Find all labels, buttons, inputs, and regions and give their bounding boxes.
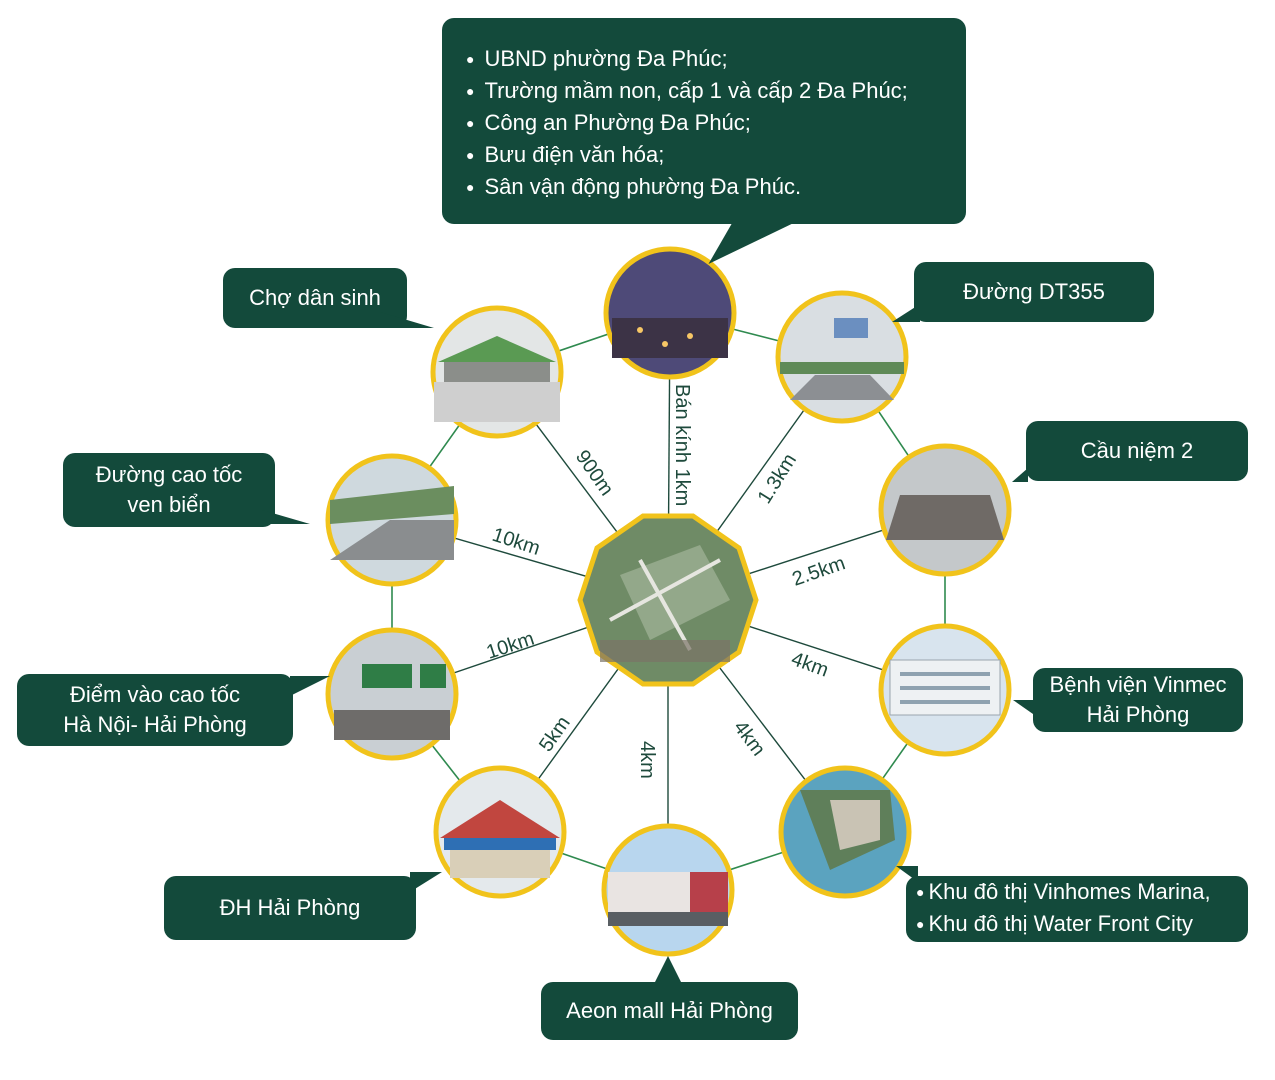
center-houses: [600, 640, 730, 662]
callout-label: Chợ dân sinh: [249, 285, 381, 310]
callout-label: Hà Nội- Hải Phòng: [63, 712, 247, 737]
photo-roof: [440, 800, 560, 838]
callout-label: Đường cao tốc: [95, 462, 243, 487]
center-site-photo: [577, 513, 759, 687]
distance-dh: 5km: [535, 712, 575, 756]
photo-hall: [444, 362, 550, 382]
photo-sign: [420, 664, 446, 688]
callout-cho-dan-sinh: Chợ dân sinh: [223, 268, 407, 328]
callout-cau-niem: Cầu niệm 2: [1026, 421, 1248, 481]
callout-label: Cầu niệm 2: [1080, 438, 1194, 463]
photo-light: [687, 333, 693, 339]
photo-cho: [430, 305, 564, 439]
bullet-item: UBND phường Đa Phúc;: [466, 44, 727, 76]
callout-tail: [654, 956, 682, 984]
photo-windows: [900, 700, 990, 704]
center-road: [638, 559, 692, 651]
callout-duong-dt355: Đường DT355: [914, 262, 1154, 322]
callout-tail: [262, 510, 310, 524]
callout-cao-toc-ven-bien: Đường cao tốc ven biển: [63, 453, 275, 527]
callout-vinhomes-marina: Khu đô thị Vinhomes Marina, Khu đô thị W…: [906, 876, 1248, 942]
callout-tail: [1012, 468, 1028, 482]
photo-sign: [362, 664, 412, 688]
photo-billboard: [834, 318, 868, 338]
callout-diem-vao-cao-toc: Điểm vào cao tốc Hà Nội- Hải Phòng: [17, 674, 293, 746]
photo-light: [637, 327, 643, 333]
distance-ven-bien: 10km: [489, 524, 542, 560]
photo-ven-bien: [325, 453, 459, 587]
photo-sign: [444, 838, 556, 850]
callout-tail: [410, 872, 442, 892]
callout-label: Điểm vào cao tốc: [70, 682, 240, 707]
callout-tail: [892, 304, 920, 322]
callout-tail: [896, 866, 918, 882]
bullet-item: Công an Phường Đa Phúc;: [466, 108, 750, 140]
distance-aeon: 4km: [636, 741, 658, 779]
photo-dt355: [775, 290, 909, 424]
bullet-item: Khu đô thị Water Front City: [916, 909, 1193, 941]
bullet-item: Trường mầm non, cấp 1 và cấp 2 Đa Phúc;: [466, 76, 907, 108]
photo-city-lights: [612, 318, 728, 358]
bullet-item: Khu đô thị Vinhomes Marina,: [916, 877, 1210, 909]
photo-roof: [438, 336, 556, 362]
center-road: [609, 558, 721, 622]
distance-dt355: 1.3km: [754, 450, 802, 508]
callout-label: ven biển: [127, 492, 211, 517]
photo-trees: [780, 362, 904, 374]
photo-yard: [434, 382, 560, 422]
distance-ubnd: Bán kính 1km: [671, 384, 693, 506]
node-photos: [325, 246, 1012, 957]
distance-diem-vao: 10km: [484, 628, 537, 664]
photo-aeon: [601, 823, 735, 957]
photo-cau-niem: [878, 443, 1012, 577]
photo-hills: [330, 486, 454, 524]
distance-vinhomes: 4km: [729, 717, 769, 760]
photo-gate: [450, 850, 550, 878]
callout-label: Aeon mall Hải Phòng: [566, 998, 773, 1023]
photo-houses: [830, 800, 880, 850]
callout-label: Hải Phòng: [1086, 702, 1190, 727]
photo-windows: [900, 686, 990, 690]
photo-parking: [608, 912, 728, 926]
photo-vinhomes: [778, 765, 912, 899]
photo-light: [662, 341, 668, 347]
photo-dh: [433, 765, 567, 899]
photo-road: [886, 495, 1004, 540]
bullet-item: Bưu điện văn hóa;: [466, 140, 664, 172]
callout-label: Bệnh viện Vinmec: [1049, 672, 1227, 697]
bullet-item: Sân vận động phường Đa Phúc.: [466, 172, 801, 204]
callout-dh-hai-phong: ĐH Hải Phòng: [164, 876, 416, 940]
photo-windows: [900, 672, 990, 676]
callout-benh-vien-vinmec: Bệnh viện Vinmec Hải Phòng: [1033, 668, 1243, 732]
photo-circle: [775, 290, 909, 424]
photo-mall-wing: [690, 872, 728, 912]
distance-cho: 900m: [571, 446, 618, 500]
callout-tail: [380, 312, 434, 328]
photo-road: [330, 520, 454, 560]
callout-administrative-center: UBND phường Đa Phúc; Trường mầm non, cấp…: [442, 18, 966, 224]
photo-vinmec: [878, 623, 1012, 757]
callout-tail: [290, 676, 330, 696]
photo-ubnd: [603, 246, 737, 380]
callout-label: Đường DT355: [963, 279, 1105, 304]
photo-road: [790, 375, 894, 400]
callout-aeon-mall: Aeon mall Hải Phòng: [541, 982, 798, 1040]
photo-traffic: [334, 710, 450, 740]
photo-diem-vao: [325, 627, 459, 761]
callout-tail: [1013, 700, 1033, 714]
distance-vinmec: 4km: [788, 648, 831, 682]
callout-label: ĐH Hải Phòng: [219, 895, 361, 920]
